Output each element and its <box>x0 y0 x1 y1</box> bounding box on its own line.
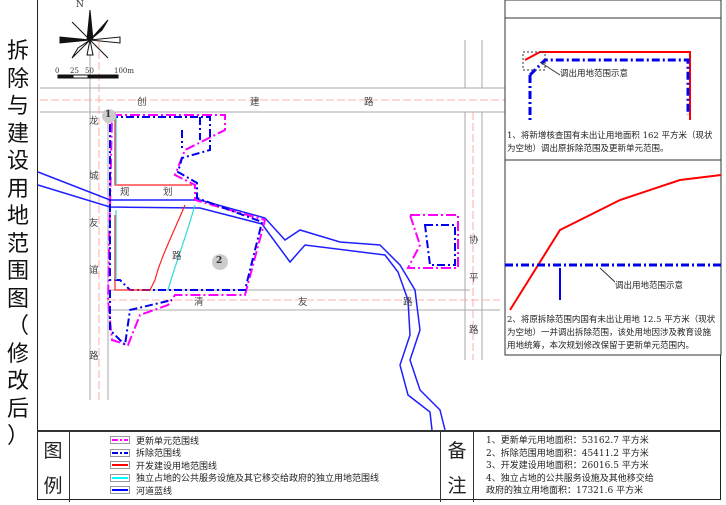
road-label: 路 <box>403 297 413 308</box>
scale-label: 100m <box>114 67 134 75</box>
notes-heading-char: 注 <box>447 475 467 497</box>
demolition-boundary <box>109 116 456 348</box>
legend-swatch <box>110 473 130 482</box>
legend-heading: 图例 <box>37 432 70 502</box>
legend-label: 更新单元范围线 <box>136 436 200 447</box>
title-char: 围 <box>6 259 29 284</box>
renewal-unit-boundary <box>106 114 459 347</box>
parcel-2-label: 2 <box>216 256 223 266</box>
note-line: 2、拆除范围用地面积：45411.2 平方米 <box>486 448 649 459</box>
road-centerlines <box>40 40 505 400</box>
title-char: 用 <box>6 176 29 202</box>
legend-label: 开发建设用地范围线 <box>136 461 218 472</box>
title-char: 改 <box>6 369 29 394</box>
title-char: 图 <box>6 286 29 312</box>
scale-label: 0 <box>55 67 60 75</box>
road-label: 城 <box>89 171 99 182</box>
parcel-1-label: 1 <box>105 110 112 120</box>
title-char: （ <box>6 314 29 339</box>
title-char: 设 <box>6 149 29 174</box>
north-arrow-icon <box>59 9 121 59</box>
legend-item: 河道蓝线 <box>110 484 440 497</box>
road-label: 平 <box>469 273 479 284</box>
title-char: 后 <box>6 396 29 422</box>
legend-swatch <box>110 436 130 445</box>
note-line: 4、独立占地的公共服务设施及其他移交给 <box>486 473 654 484</box>
note-line: 政府的独立用地面积：17321.6 平方米 <box>486 486 644 496</box>
road-label: 谊 <box>89 265 99 276</box>
legend-label: 独立占地的公共服务设施及其它移交给政府的独立用地范围线 <box>136 474 380 485</box>
legend-item: 更新单元范围线 <box>110 434 440 447</box>
title-char: 范 <box>6 231 29 257</box>
inset-1-note: 1、将新增核查国有未出让用地面积 162 平方米（现状为空地）调出原拆除范围及更… <box>507 130 719 156</box>
notes-list: 1、更新单元用地面积：53162.7 平方米 2、拆除范围用地面积：45411.… <box>474 432 654 502</box>
map-title: 拆除与建设用地范围图（修改后） <box>0 38 36 451</box>
inset-2-note: 2、将原拆除范围内国有未出让用地 12.5 平方米（现状为空地）一并调出拆除范围… <box>507 314 719 353</box>
scale-label: 25 <box>70 67 79 75</box>
road-label: 协 <box>469 235 479 246</box>
title-char: ） <box>6 424 29 449</box>
inset-1-callout: 调出用地范围示意 <box>560 68 629 81</box>
legend-panel: 图例 更新单元范围线 拆除范围线 开发建设用地范围线 独立占地的公共服务设施及其… <box>37 430 721 502</box>
road-label: 建 <box>250 97 260 108</box>
note-line: 1、更新单元用地面积：53162.7 平方米 <box>486 436 649 446</box>
legend-label: 拆除范围线 <box>136 449 182 460</box>
legend-swatch <box>110 448 130 457</box>
title-char: 拆 <box>6 39 29 64</box>
development-boundary <box>114 112 192 291</box>
title-char: 与 <box>6 94 29 119</box>
road-label: 路 <box>89 351 99 362</box>
title-char: 地 <box>6 204 29 229</box>
legend-label: 河道蓝线 <box>136 486 173 497</box>
road-label: 清 <box>194 297 204 308</box>
river-blue-line <box>37 171 446 431</box>
legend-item: 拆除范围线 <box>110 447 440 460</box>
road-label: 友 <box>89 218 99 229</box>
legend-item: 开发建设用地范围线 <box>110 459 440 472</box>
title-char: 建 <box>6 121 29 147</box>
note-line: 3、开发建设用地面积：26016.5 平方米 <box>486 461 649 471</box>
parcel-marker-1 <box>102 109 116 123</box>
road-label: 规 <box>120 187 130 198</box>
legend-heading-char: 例 <box>43 475 63 497</box>
road-label: 路 <box>364 97 374 108</box>
legend-heading-char: 图 <box>43 440 63 462</box>
inset-2-callout: 调出用地范围示意 <box>615 280 684 293</box>
notes-heading-char: 备 <box>447 440 467 462</box>
public-facility-boundary <box>115 115 196 291</box>
road-label: 龙 <box>89 116 99 127</box>
legend-items: 更新单元范围线 拆除范围线 开发建设用地范围线 独立占地的公共服务设施及其它移交… <box>70 432 441 502</box>
title-char: 除 <box>6 66 29 92</box>
road-label: 友 <box>298 297 308 308</box>
title-char: 修 <box>6 341 29 367</box>
road-label: 创 <box>137 97 147 108</box>
scale-label: 50 <box>85 67 94 75</box>
legend-swatch <box>110 461 130 470</box>
legend-swatch <box>110 486 130 495</box>
notes-heading: 备注 <box>441 432 474 502</box>
legend-item: 独立占地的公共服务设施及其它移交给政府的独立用地范围线 <box>110 472 440 485</box>
north-label: N <box>76 0 84 10</box>
road-label: 路 <box>469 325 479 336</box>
scale-bar <box>57 74 119 79</box>
road-label: 路 <box>172 251 182 262</box>
road-label: 划 <box>163 187 173 198</box>
parcel-marker-2 <box>212 254 228 270</box>
